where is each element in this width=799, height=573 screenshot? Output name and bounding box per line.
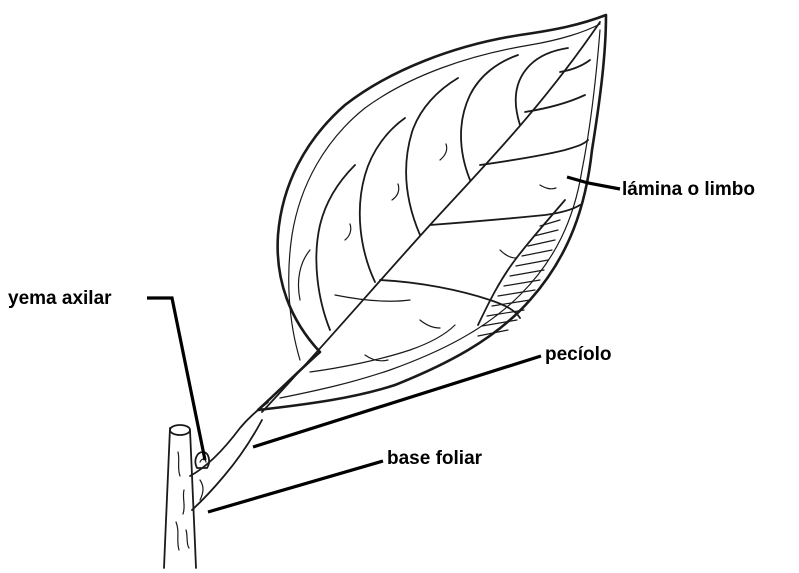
label-petiole: pecíolo bbox=[545, 345, 612, 364]
label-leaf-base: base foliar bbox=[387, 449, 482, 468]
leader-line-blade bbox=[567, 177, 620, 189]
label-axillary-bud: yema axilar bbox=[8, 289, 112, 308]
petiole bbox=[190, 402, 268, 510]
stem bbox=[164, 425, 196, 568]
leader-line-axillary-bud bbox=[147, 298, 205, 460]
leader-line-leaf-base bbox=[208, 461, 383, 512]
leader-line-petiole bbox=[253, 356, 541, 447]
label-blade: lámina o limbo bbox=[622, 180, 755, 199]
